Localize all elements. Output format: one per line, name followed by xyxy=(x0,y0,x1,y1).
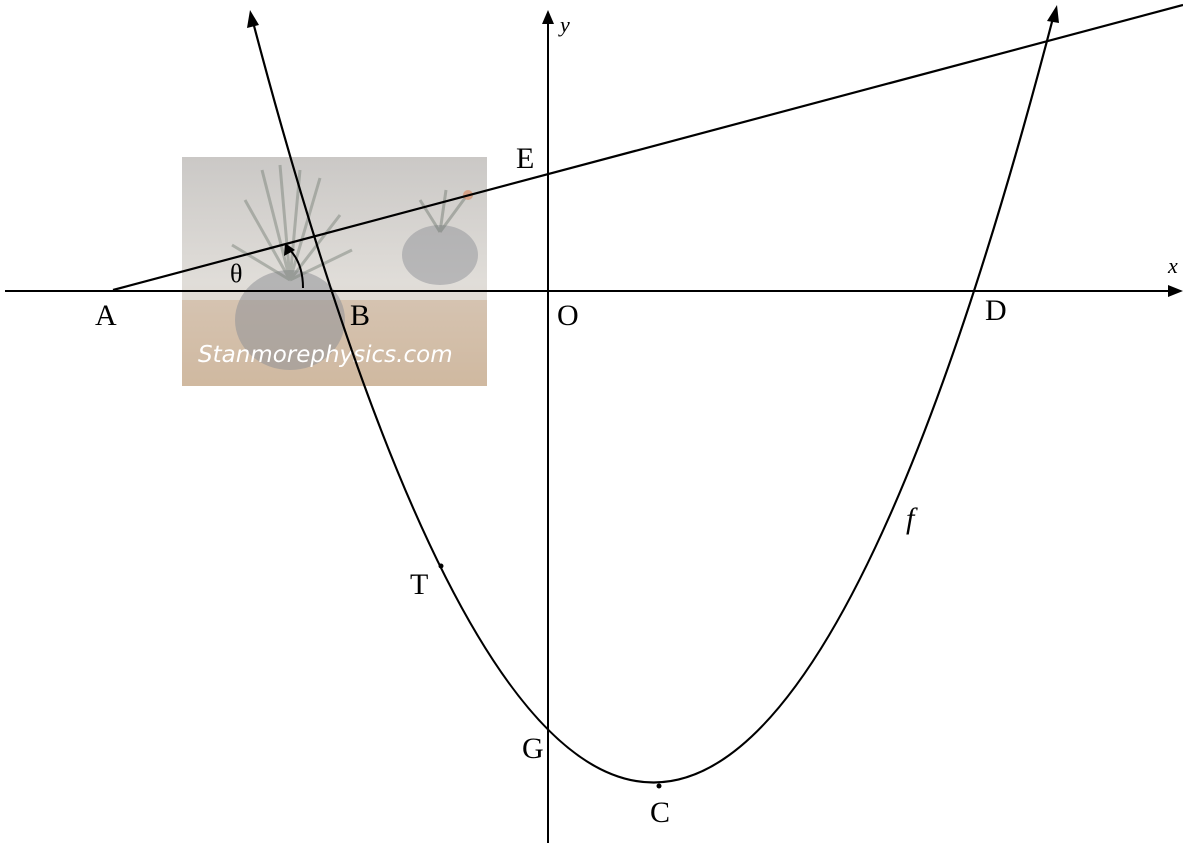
y-axis-arrow-icon xyxy=(542,10,554,24)
point-o-label: O xyxy=(557,299,579,332)
parabola-f xyxy=(251,17,1055,784)
point-a-label: A xyxy=(95,299,117,332)
point-e-label: E xyxy=(516,142,534,175)
point-c-marker xyxy=(656,783,662,789)
curve-f-label: f xyxy=(906,502,918,535)
x-axis-arrow-icon xyxy=(1168,285,1183,297)
point-b-label: B xyxy=(350,299,370,332)
point-t-label: T xyxy=(410,568,428,601)
line-ae xyxy=(112,3,1183,292)
point-d-label: D xyxy=(985,294,1007,327)
watermark-text: Stanmorephysics.com xyxy=(198,342,453,368)
parabola-left-arrow-icon xyxy=(247,10,259,28)
angle-theta-label: θ xyxy=(230,259,242,288)
x-axis-label: x xyxy=(1167,253,1178,278)
point-t-marker xyxy=(438,563,444,569)
parabola-right-arrow-icon xyxy=(1047,5,1059,23)
y-axis-label: y xyxy=(558,12,570,37)
watermark-image: Stanmorephysics.com xyxy=(182,157,487,386)
angle-arrow-icon xyxy=(284,243,295,256)
point-c-label: C xyxy=(650,796,670,829)
point-g-label: G xyxy=(522,732,544,765)
